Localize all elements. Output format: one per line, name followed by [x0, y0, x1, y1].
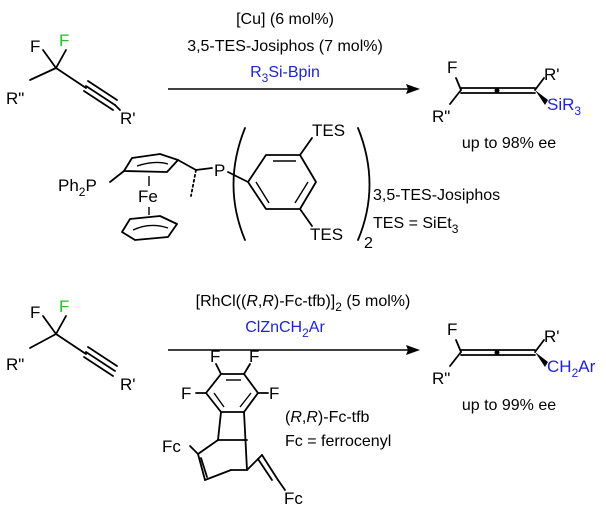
josiphos-ligand: Ph2P Fe P TES TES 2: [58, 121, 373, 252]
substituent-r-prime: R': [544, 65, 560, 84]
fc-tfb-name: (R,R)-Fc-tfb: [285, 409, 370, 426]
reagent-part: Si-Bpin: [268, 64, 320, 81]
iron-label: Fe: [138, 187, 158, 206]
fc-name-italic: R: [290, 409, 302, 426]
arrow-head-2: [406, 345, 420, 355]
substituent-r-prime: R': [120, 109, 136, 128]
cond-subscript: 2: [335, 300, 342, 314]
cond-part: (5 mol%): [342, 293, 410, 310]
ferrocenyl-label: Fc: [284, 489, 303, 508]
reagent-part: R: [250, 64, 262, 81]
benzyl-part: Ar: [578, 357, 595, 376]
josiphos-name: 3,5-TES-Josiphos: [373, 187, 500, 204]
reagent-part: Ar: [309, 319, 326, 336]
fluorine-label: F: [447, 58, 457, 77]
fc-definition: Fc = ferrocenyl: [285, 433, 391, 450]
condition-rhodium-catalyst: [RhCl((R,R)-Fc-tfb)]2 (5 mol%): [196, 293, 411, 314]
tes-substituent-top: TES: [312, 121, 345, 140]
substrate-1: F F R" R': [6, 31, 136, 128]
benzyl-group-label: CH2Ar: [547, 357, 596, 380]
fc-name-part: ,: [302, 409, 306, 426]
arrow-head-1: [406, 84, 420, 94]
reagent-subscript: 3: [262, 71, 269, 85]
fluorine-label-highlight: F: [59, 31, 69, 50]
reagent-silylboronate: R3Si-Bpin: [250, 64, 320, 85]
fluorine-label: F: [210, 347, 220, 366]
fluorine-label: F: [30, 303, 40, 322]
substituent-r-double-prime: R": [6, 355, 24, 374]
cond-part: [RhCl((: [196, 293, 247, 310]
reagent-organozinc: ClZnCH2Ar: [245, 319, 325, 340]
substituent-r-prime: R': [120, 375, 136, 394]
product-2: F R" R' CH2Ar: [432, 320, 596, 388]
josiphos-subscript: 2: [364, 235, 373, 252]
substrate-2: F F R" R': [6, 297, 136, 394]
fluorine-label: F: [447, 320, 457, 339]
diphenylphosphino-label: Ph2P: [58, 176, 97, 199]
tes-def-subscript: 3: [452, 222, 459, 236]
p-part: P: [85, 176, 96, 195]
tes-substituent-bottom: TES: [310, 225, 343, 244]
cond-italic: R: [262, 293, 274, 310]
benzyl-subscript: 2: [572, 366, 579, 380]
fluorine-label: F: [269, 384, 279, 403]
substituent-r-double-prime: R": [432, 369, 450, 388]
fluorine-label: F: [249, 347, 259, 366]
condition-ligand: 3,5-TES-Josiphos (7 mol%): [187, 38, 383, 55]
condition-catalyst: [Cu] (6 mol%): [236, 11, 334, 28]
ferrocenyl-label: Fc: [162, 437, 181, 456]
substituent-r-prime: R': [544, 327, 560, 346]
ee-result-2: up to 99% ee: [462, 397, 556, 414]
fc-tfb-ligand: F F F F Fc Fc: [162, 347, 303, 508]
fluorine-label-highlight: F: [59, 297, 69, 316]
fluorine-label: F: [30, 37, 40, 56]
fluorine-label: F: [181, 384, 191, 403]
benzyl-part: CH: [547, 357, 572, 376]
fc-name-part: (: [285, 409, 291, 426]
silyl-part: SiR: [547, 95, 574, 114]
reagent-subscript: 2: [302, 326, 309, 340]
tes-def-part: TES = SiEt: [373, 215, 452, 232]
ph-subscript: 2: [79, 185, 86, 199]
cond-part: ,: [258, 293, 262, 310]
silyl-subscript: 3: [574, 104, 581, 118]
fc-name-italic: R: [306, 409, 318, 426]
ph-part: Ph: [58, 176, 79, 195]
product-1: F R" R' SiR3: [432, 58, 581, 126]
reagent-part: ClZnCH: [245, 319, 302, 336]
substituent-r-double-prime: R": [6, 89, 24, 108]
phosphorus-label: P: [214, 161, 225, 180]
cond-part: )-Fc-tfb)]: [274, 293, 335, 310]
substituent-r-double-prime: R": [432, 107, 450, 126]
silyl-group-label: SiR3: [547, 95, 581, 118]
cond-italic: R: [246, 293, 258, 310]
tes-definition: TES = SiEt3: [373, 215, 459, 236]
fc-name-part: )-Fc-tfb: [318, 409, 370, 426]
ee-result-1: up to 98% ee: [462, 135, 556, 152]
